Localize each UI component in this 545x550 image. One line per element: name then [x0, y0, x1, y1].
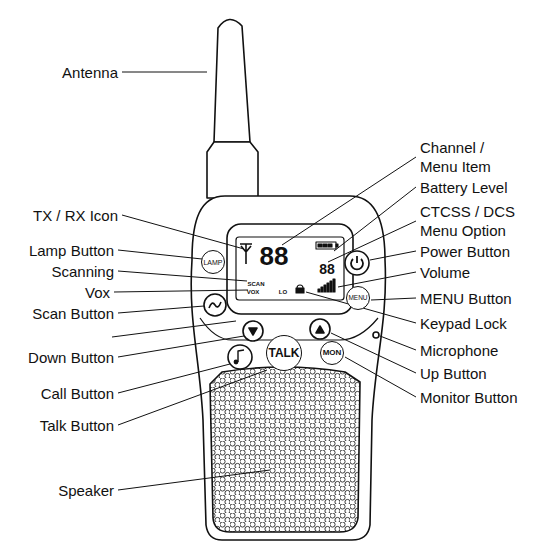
leader-line: [371, 298, 416, 300]
leader-line: [282, 157, 416, 245]
part-label: Battery Level: [420, 178, 508, 197]
lcd-screen: [236, 237, 344, 300]
button-text: MON: [323, 349, 342, 357]
part-label: CTCSS / DCS Menu Option: [420, 202, 538, 240]
part-label: Vox: [85, 283, 110, 302]
up-button: [310, 319, 330, 339]
lcd-digits: 88: [260, 243, 289, 269]
leader-line: [118, 250, 202, 259]
scan-button: [204, 294, 226, 316]
power-symbol: [351, 256, 363, 269]
leader-line: [118, 271, 247, 281]
part-label: Volume: [420, 263, 470, 282]
lcd-indicator: SCAN: [247, 281, 264, 287]
leader-line: [118, 336, 244, 357]
leader-line: [114, 290, 248, 292]
lcd-indicator: LO: [279, 289, 287, 295]
leader-line: [118, 364, 230, 393]
part-label: MENU Button: [420, 289, 512, 308]
button-cap: TALK: [266, 335, 302, 371]
speaker-grille: [210, 367, 360, 532]
part-label: Antenna: [62, 63, 118, 82]
part-label: Power Button: [420, 242, 510, 261]
part-label: Speaker: [58, 481, 114, 500]
part-label: Lamp Button: [29, 241, 114, 260]
up-arrow: [316, 326, 324, 333]
button-cap: MON: [320, 341, 344, 365]
part-label: TX / RX Icon: [33, 206, 118, 225]
leader-line: [334, 187, 416, 251]
button-text: MENU: [348, 295, 367, 302]
power-button: [345, 251, 369, 275]
lcd-bezel: [227, 224, 353, 314]
leader-line: [328, 221, 416, 262]
leader-line: [118, 306, 204, 313]
part-label: Microphone: [420, 341, 498, 360]
part-label: Monitor Button: [420, 388, 518, 407]
leader-line: [370, 251, 416, 260]
lcd-digits: 88: [319, 262, 335, 276]
leader-line: [118, 370, 267, 425]
button-cap: LAMP: [201, 250, 225, 274]
leader-line: [380, 336, 416, 350]
call-button: [228, 345, 252, 369]
down-button: [243, 321, 263, 341]
leader-line: [338, 272, 416, 287]
part-label: Down Button: [28, 348, 114, 367]
lcd-indicator: VOX: [247, 289, 260, 295]
part-label: Call Button: [41, 384, 114, 403]
leader-line: [122, 72, 207, 73]
antenna: [214, 19, 250, 142]
button-cap: MENU: [346, 286, 370, 310]
down-arrow: [249, 328, 257, 335]
leader-line: [118, 470, 270, 490]
part-label: Scanning: [51, 262, 114, 281]
part-label: Scan Button: [32, 304, 114, 323]
lcd-icons: [240, 242, 338, 293]
button-text: TALK: [268, 347, 299, 359]
part-label: Talk Button: [40, 416, 114, 435]
leader-line: [112, 321, 236, 337]
leader-line: [345, 357, 416, 397]
part-label: Keypad Lock: [420, 314, 507, 333]
microphone-hole: [373, 332, 379, 338]
button-text: LAMP: [203, 259, 222, 266]
part-label: Channel / Menu Item: [420, 138, 512, 176]
housing: [191, 196, 385, 540]
part-label: Up Button: [420, 364, 487, 383]
scan-symbol: [209, 302, 221, 308]
call-symbol: [238, 350, 244, 362]
leader-line: [122, 215, 244, 249]
antenna-collar: [207, 142, 258, 198]
